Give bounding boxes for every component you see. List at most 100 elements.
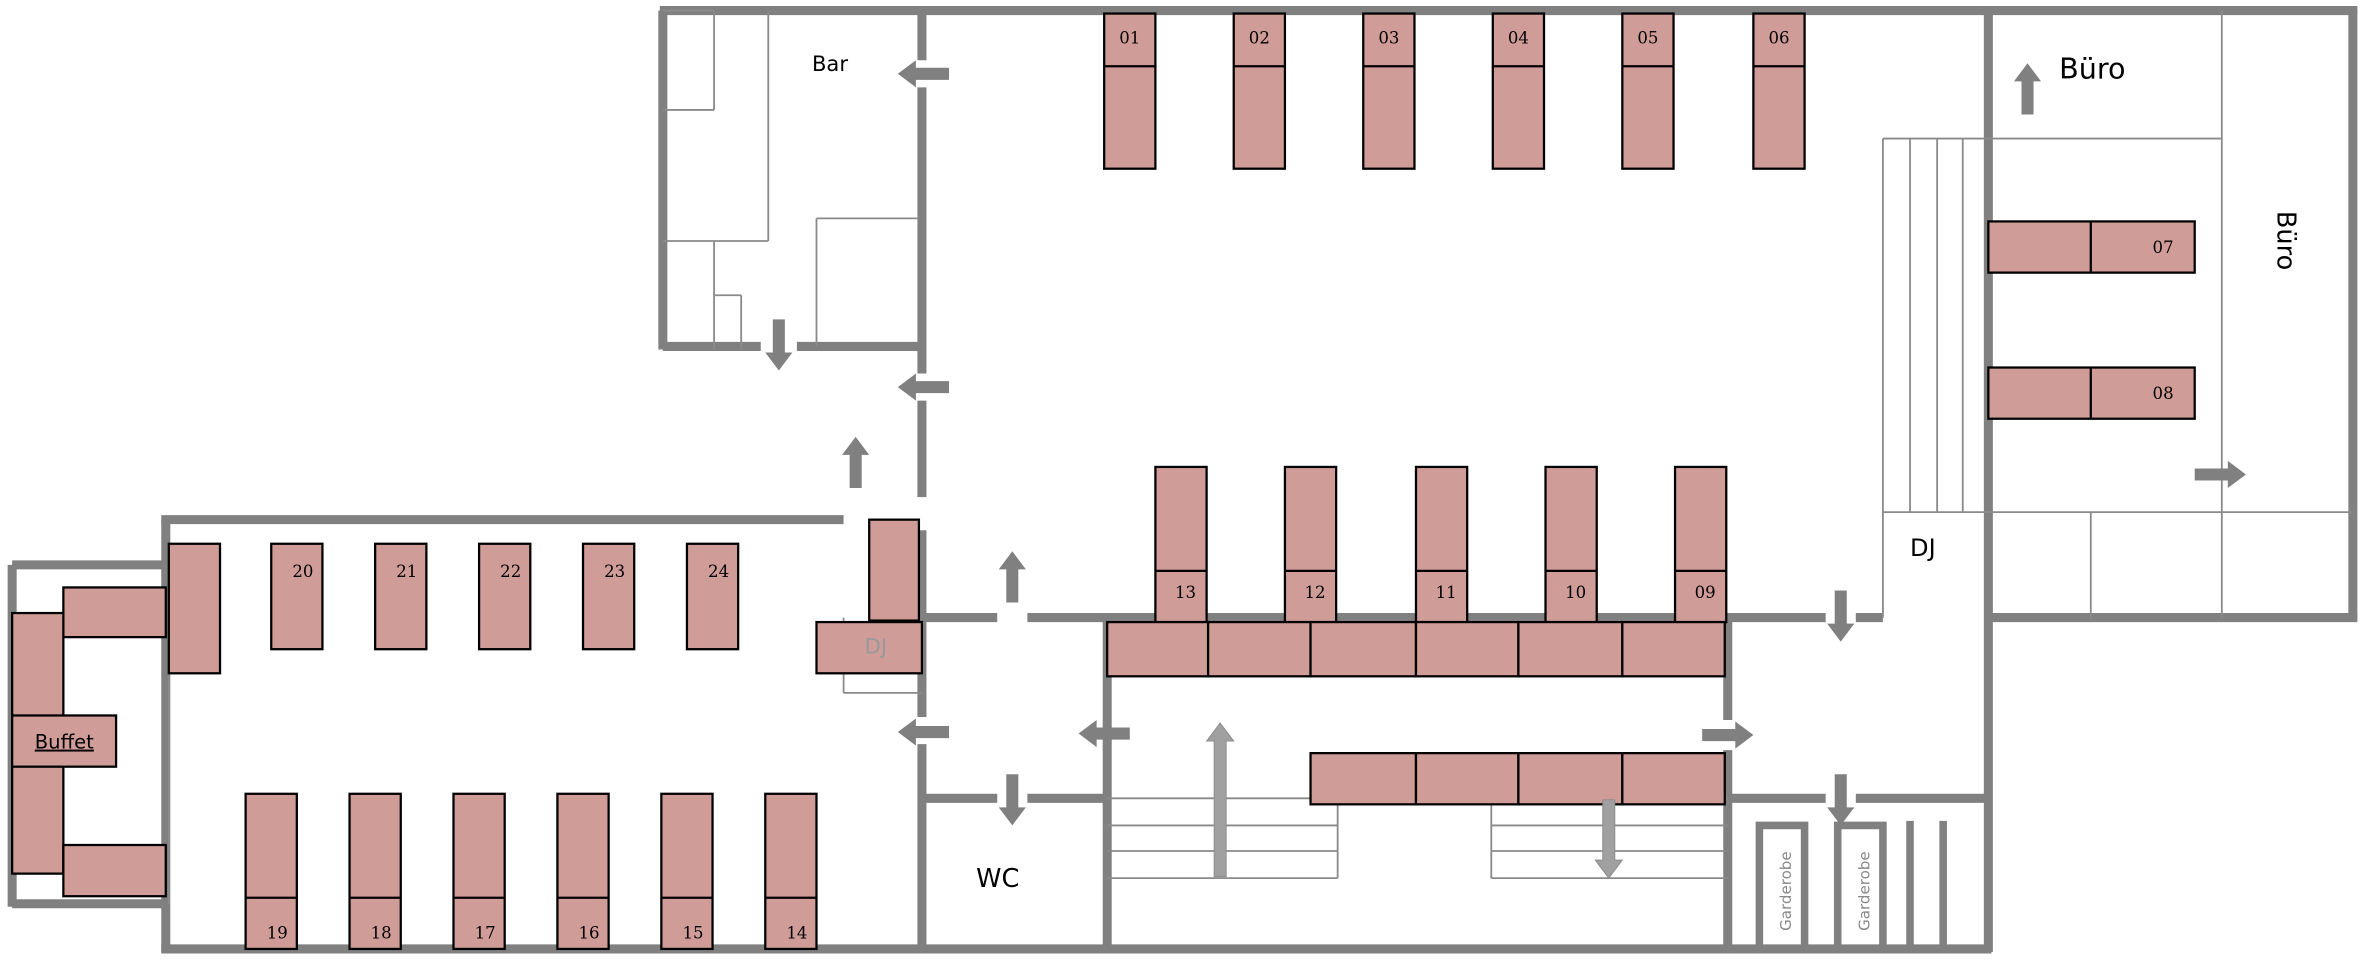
arrow-left-icon xyxy=(1078,719,1130,748)
table xyxy=(1621,12,1675,170)
table-number: 15 xyxy=(682,923,703,942)
dj-left-label: DJ xyxy=(865,634,887,659)
table xyxy=(270,542,324,651)
table-number: 21 xyxy=(396,562,417,581)
table-number: 23 xyxy=(604,562,625,581)
numbered-table: 12 xyxy=(1283,465,1338,624)
table xyxy=(1362,12,1416,170)
table xyxy=(1414,465,1469,624)
arrow-up-icon xyxy=(2013,63,2042,115)
table-number: 18 xyxy=(371,923,392,942)
long-table-segment xyxy=(1309,620,1418,678)
numbered-table: 08 xyxy=(1987,366,2196,420)
table-number: 03 xyxy=(1378,29,1399,48)
long-table-segment xyxy=(1106,620,1210,678)
interior-lines xyxy=(167,9,2353,904)
numbered-table: 19 xyxy=(244,792,298,951)
table-number: 24 xyxy=(708,562,729,581)
office-top-label: Büro xyxy=(2059,51,2125,85)
table xyxy=(685,542,740,651)
table-number: 14 xyxy=(786,923,807,942)
numbered-table: 09 xyxy=(1673,465,1728,624)
numbered-table: 16 xyxy=(556,792,610,951)
arrow-down-icon xyxy=(1827,774,1855,826)
long-table-segment xyxy=(1206,620,1312,678)
arrow-right-icon xyxy=(2194,460,2246,489)
wardrobe-label-1: Garderobe xyxy=(1777,851,1795,930)
table xyxy=(1154,465,1208,624)
arrow-up-icon xyxy=(998,551,1026,603)
numbered-table: 11 xyxy=(1414,465,1469,624)
table xyxy=(348,792,402,951)
numbered-table: 06 xyxy=(1752,12,1806,170)
numbered-table: 10 xyxy=(1544,465,1598,624)
long-table-segment xyxy=(1414,620,1520,678)
arrow-up-icon xyxy=(842,436,870,489)
tables: 01 02 03 04 05 06 07 08 13 12 11 10 09 20 21 22 23 24 19 18… xyxy=(11,12,2196,951)
wardrobe-rack xyxy=(1833,821,1887,949)
long-table-segment xyxy=(1621,620,1726,678)
long-table-segment xyxy=(1621,751,1726,806)
table-number: 01 xyxy=(1119,29,1140,48)
table-number: 20 xyxy=(292,562,313,581)
table xyxy=(1752,12,1806,170)
table-number: 16 xyxy=(579,923,600,942)
numbered-table: 14 xyxy=(764,792,818,951)
table-number: 05 xyxy=(1637,29,1658,48)
table xyxy=(1103,12,1157,170)
table xyxy=(1491,12,1546,170)
table-number: 19 xyxy=(267,923,288,942)
table-number: 04 xyxy=(1508,29,1529,48)
table xyxy=(477,542,532,651)
table xyxy=(1283,465,1338,624)
numbered-table: 04 xyxy=(1491,12,1546,170)
table xyxy=(1232,12,1287,170)
numbered-table: 05 xyxy=(1621,12,1675,170)
numbered-table: 02 xyxy=(1232,12,1287,170)
wardrobe-rack xyxy=(1755,821,1809,949)
arrow-up-icon xyxy=(1205,722,1235,878)
bar-label: Bar xyxy=(812,51,848,76)
buffet-label: Buffet xyxy=(35,731,94,754)
arrow-left-icon xyxy=(897,60,950,88)
table xyxy=(556,792,610,951)
exit-arrows xyxy=(765,60,2246,879)
numbered-table: 13 xyxy=(1154,465,1208,624)
long-table-segment xyxy=(1517,620,1624,678)
numbered-table: 22 xyxy=(477,542,532,651)
table xyxy=(62,586,167,639)
dj-right-label: DJ xyxy=(1910,534,1936,562)
numbered-table: 01 xyxy=(1103,12,1157,170)
table-number: 13 xyxy=(1175,583,1196,602)
table-number: 08 xyxy=(2153,384,2174,403)
numbered-table: 21 xyxy=(374,542,428,651)
arrow-right-icon xyxy=(1702,721,1754,749)
table-number: 09 xyxy=(1695,583,1716,602)
table-number: 07 xyxy=(2153,238,2174,257)
table xyxy=(452,792,506,951)
long-table-segment xyxy=(1309,751,1418,806)
numbered-table: 15 xyxy=(660,792,714,951)
table-number: 17 xyxy=(475,923,496,942)
numbered-table: 20 xyxy=(270,542,324,651)
numbered-table: 07 xyxy=(1987,220,2196,274)
table xyxy=(764,792,818,951)
table xyxy=(167,542,222,675)
arrow-down-icon xyxy=(765,319,793,371)
table-number: 10 xyxy=(1565,583,1586,602)
table xyxy=(244,792,298,951)
table-number: 02 xyxy=(1249,29,1270,48)
wc-label: WC xyxy=(976,864,1019,894)
arrow-down-icon xyxy=(998,774,1026,826)
table-number: 06 xyxy=(1768,29,1789,48)
numbered-table: 03 xyxy=(1362,12,1416,170)
wardrobe-label-2: Garderobe xyxy=(1855,851,1873,930)
table-number: 22 xyxy=(500,562,521,581)
table xyxy=(581,542,636,651)
long-table-segment xyxy=(1414,751,1520,806)
table xyxy=(660,792,714,951)
long-table-segment xyxy=(1517,751,1624,806)
numbered-table: 18 xyxy=(348,792,402,951)
dj-table xyxy=(815,620,924,675)
